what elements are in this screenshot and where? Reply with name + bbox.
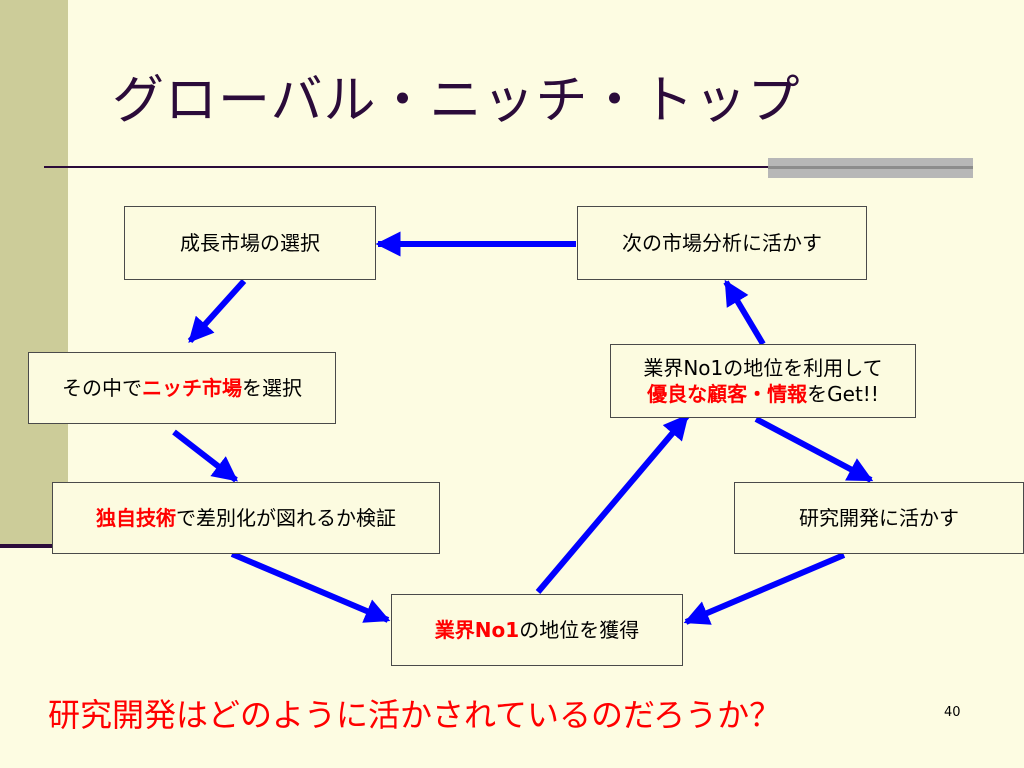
- box-niche-pre: その中で: [62, 376, 142, 400]
- box-utilize-line1: 業界No1の地位を利用して: [643, 356, 883, 380]
- arrow-utilize-to-research: [754, 416, 874, 483]
- title-underline: [44, 166, 772, 168]
- slide-title: グローバル・ニッチ・トップ: [112, 71, 801, 131]
- box-acquire-post: の地位を獲得: [519, 618, 640, 642]
- box-acquire-no1-position: 業界No1の地位を獲得: [391, 594, 683, 666]
- title-underline-gray-line: [768, 166, 973, 169]
- box-niche-post: を選択: [242, 376, 302, 400]
- box-verify-highlight: 独自技術: [96, 506, 176, 530]
- box-utilize-highlight: 優良な顧客・情報: [647, 382, 808, 406]
- box-niche-highlight: ニッチ市場: [142, 376, 242, 400]
- arrow-utilize-to-next: [723, 279, 766, 346]
- arrow-research-to-acquire: [683, 552, 846, 625]
- box-growth-market-selection: 成長市場の選択: [124, 206, 376, 280]
- box-research-label: 研究開発に活かす: [799, 506, 959, 530]
- left-band-rule: [0, 544, 68, 548]
- box-next-analysis-label: 次の市場分析に活かす: [622, 231, 822, 255]
- left-decorative-band: [0, 0, 68, 548]
- box-verify-differentiation: 独自技術で差別化が図れるか検証: [52, 482, 440, 554]
- page-number: 40: [944, 705, 961, 720]
- box-utilize-no1-position: 業界No1の地位を利用して 優良な顧客・情報をGet!!: [610, 344, 916, 418]
- box-utilize-post: をGet!!: [807, 382, 879, 406]
- box-verify-post: で差別化が図れるか検証: [176, 506, 396, 530]
- box-next-market-analysis: 次の市場分析に活かす: [577, 206, 867, 280]
- arrow-verify-to-acquire: [230, 551, 391, 623]
- box-growth-market-label: 成長市場の選択: [180, 231, 320, 255]
- arrow-niche-to-verify: [172, 429, 238, 483]
- bottom-question: 研究開発はどのように活かされているのだろうか？: [48, 696, 782, 734]
- arrow-acquire-to-utilize: [535, 414, 690, 594]
- box-niche-market-selection: その中でニッチ市場を選択: [28, 352, 336, 424]
- arrow-growth-to-niche: [187, 278, 247, 344]
- box-acquire-highlight: 業界No1: [434, 618, 520, 642]
- box-apply-to-research: 研究開発に活かす: [734, 482, 1024, 554]
